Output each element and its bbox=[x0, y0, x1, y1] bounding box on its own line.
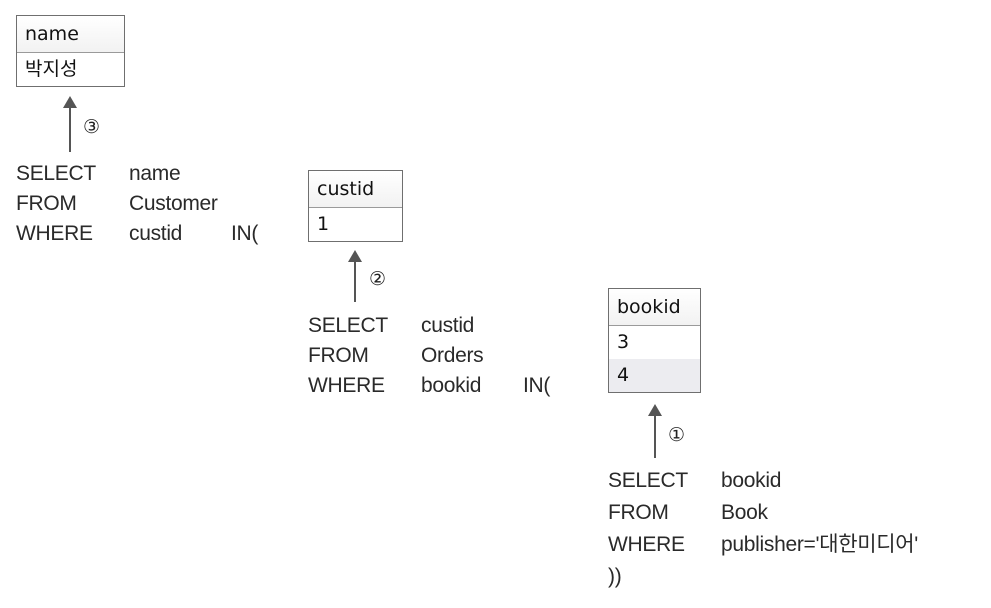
from-table: Customer bbox=[129, 192, 218, 215]
in-operator: IN( bbox=[523, 374, 551, 397]
inner-result-table: bookid 3 4 bbox=[608, 288, 701, 393]
outer-result-cell: 박지성 bbox=[25, 58, 78, 80]
where-keyword: WHERE bbox=[308, 374, 385, 397]
from-keyword: FROM bbox=[608, 501, 669, 524]
inner-query: SELECT bookid FROM Book WHERE publisher=… bbox=[608, 466, 978, 596]
step-number-3: ③ bbox=[83, 116, 101, 138]
middle-query: SELECT custid FROM Orders WHERE bookid I… bbox=[308, 311, 588, 401]
where-column: custid bbox=[129, 222, 183, 245]
step-number-1: ① bbox=[668, 424, 686, 446]
closing-parentheses: )) bbox=[608, 565, 622, 588]
select-column: bookid bbox=[721, 469, 782, 492]
up-arrow-icon bbox=[60, 96, 80, 152]
inner-result-cell: 3 bbox=[617, 331, 630, 353]
middle-result-cell: 1 bbox=[317, 213, 330, 235]
select-column: custid bbox=[421, 314, 475, 337]
middle-result-header: custid bbox=[309, 171, 402, 208]
inner-result-cell: 4 bbox=[609, 359, 700, 392]
from-table: Orders bbox=[421, 344, 484, 367]
where-keyword: WHERE bbox=[16, 222, 93, 245]
from-table: Book bbox=[721, 501, 768, 524]
from-keyword: FROM bbox=[16, 192, 77, 215]
up-arrow-icon bbox=[345, 250, 365, 302]
up-arrow-icon bbox=[645, 404, 665, 458]
step-number-2: ② bbox=[369, 268, 387, 290]
outer-result-header: name bbox=[17, 16, 124, 53]
where-condition: publisher='대한미디어' bbox=[721, 533, 919, 556]
select-keyword: SELECT bbox=[16, 162, 96, 185]
select-keyword: SELECT bbox=[308, 314, 388, 337]
in-operator: IN( bbox=[231, 222, 259, 245]
select-keyword: SELECT bbox=[608, 469, 688, 492]
from-keyword: FROM bbox=[308, 344, 369, 367]
inner-result-header: bookid bbox=[609, 289, 700, 326]
where-column: bookid bbox=[421, 374, 482, 397]
select-column: name bbox=[129, 162, 181, 185]
middle-result-table: custid 1 bbox=[308, 170, 403, 242]
outer-query: SELECT name FROM Customer WHERE custid I… bbox=[16, 159, 296, 249]
where-keyword: WHERE bbox=[608, 533, 685, 556]
outer-result-table: name 박지성 bbox=[16, 15, 125, 87]
